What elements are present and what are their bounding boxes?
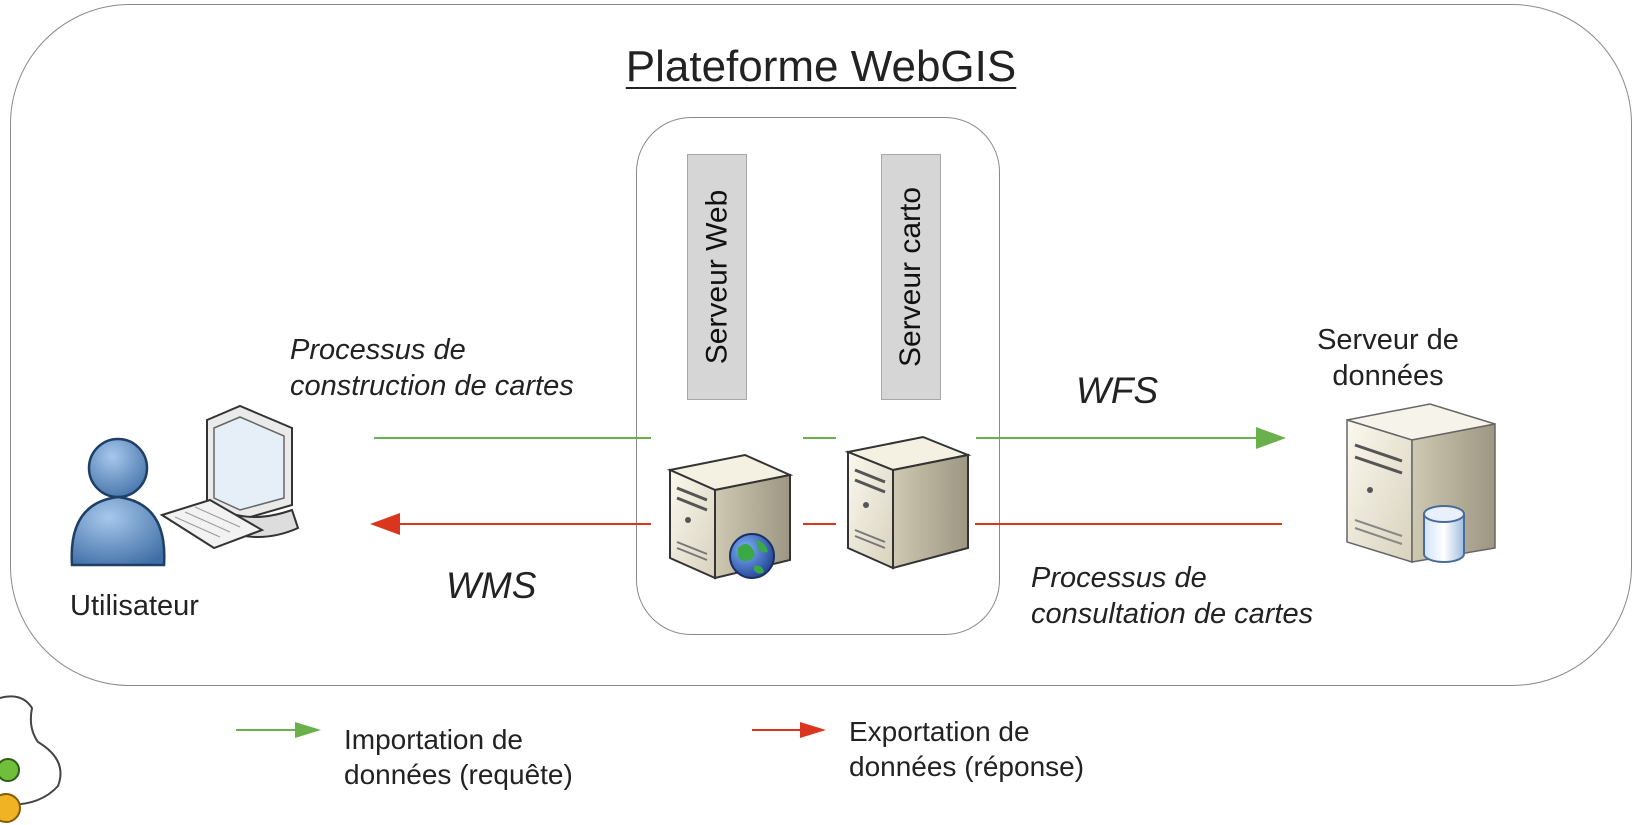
user-icon: [70, 437, 166, 567]
carto-server-icon: [844, 435, 972, 570]
construction-process-label: Processus de construction de cartes: [290, 334, 574, 402]
diagram-title: Plateforme WebGIS: [625, 42, 1017, 91]
user-label: Utilisateur: [70, 590, 199, 622]
legend-export-arrowhead: [800, 722, 826, 738]
legend-import-arrowhead: [295, 722, 321, 738]
database-icon: [1423, 505, 1465, 563]
wfs-arrowhead: [1256, 427, 1286, 449]
legend-export-label: Exportation de données (réponse): [849, 716, 1085, 782]
carto-server-label-box: Serveur carto: [881, 154, 941, 400]
globe-icon: [729, 533, 775, 579]
keyboard-icon: [159, 498, 265, 550]
web-server-icon: [666, 453, 794, 580]
wms-label: WMS: [446, 565, 537, 606]
web-server-label-box: Serveur Web: [687, 154, 747, 400]
webgis-platform-frame: [10, 4, 1632, 686]
legend-import-label: Importation de données (requête): [344, 724, 573, 790]
server-group-frame: [636, 117, 1000, 635]
corner-logo-icon: [0, 695, 62, 823]
data-server-label: Serveur de données: [1317, 324, 1459, 392]
consultation-process-label: Processus de consultation de cartes: [1031, 562, 1314, 630]
monitor-icon: [206, 404, 300, 538]
wms-arrowhead: [370, 513, 400, 535]
data-server-icon: [1346, 403, 1496, 564]
wfs-label: WFS: [1076, 370, 1159, 411]
